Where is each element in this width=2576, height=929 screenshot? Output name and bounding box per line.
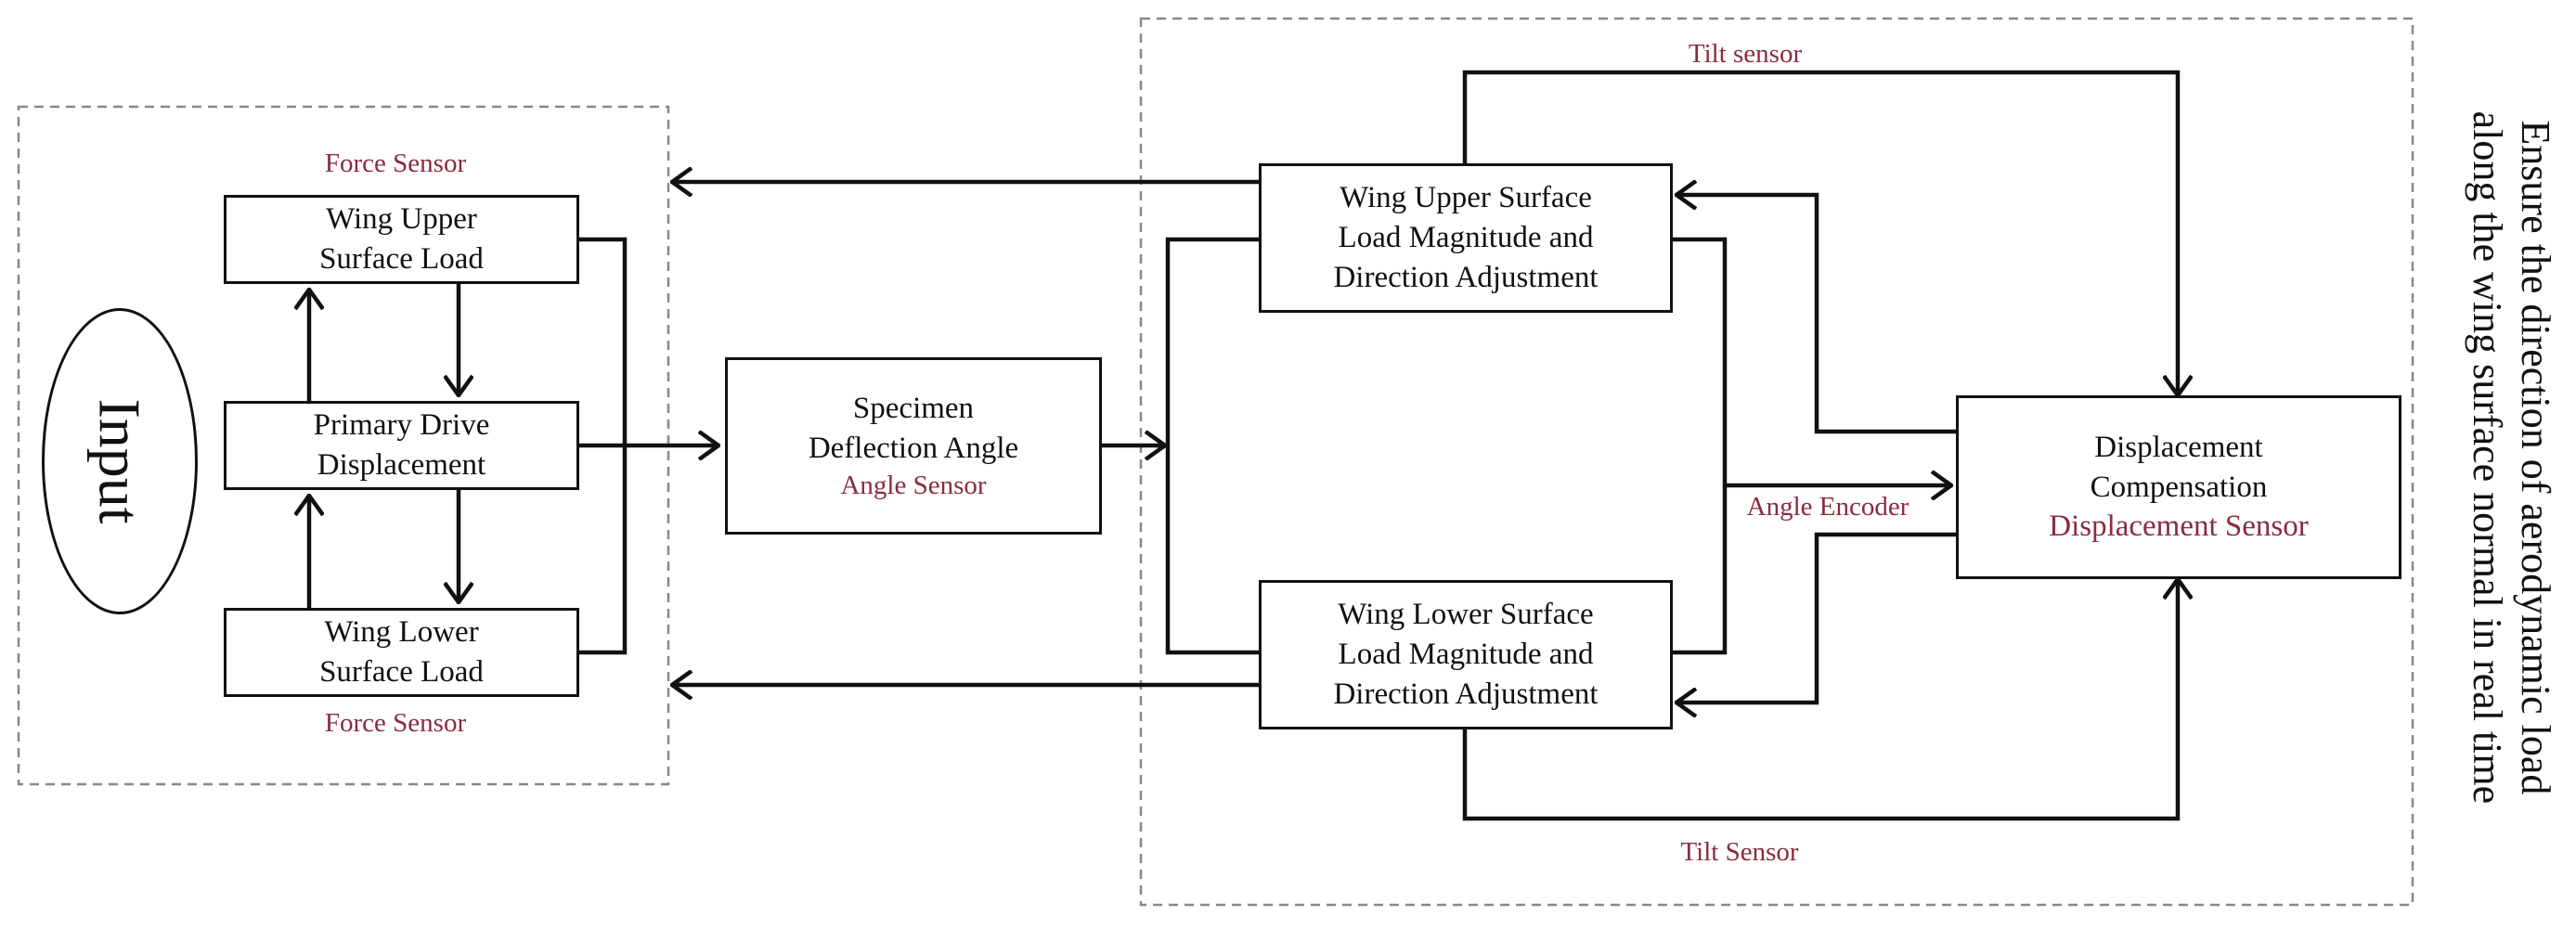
angle-encoder-line bbox=[1673, 237, 1728, 655]
box-line: Surface Load bbox=[319, 655, 484, 689]
left-box-bracket bbox=[579, 237, 628, 655]
box-line: Compensation bbox=[2090, 470, 2268, 504]
upper-adjustment-box: Wing Upper Surface Load Magnitude and Di… bbox=[1259, 163, 1673, 313]
box-line: Displacement bbox=[2094, 430, 2263, 464]
left-dashed-frame bbox=[17, 105, 670, 786]
side-note-line: along the wing surface normal in real ti… bbox=[2465, 110, 2510, 805]
adjustment-bus bbox=[1165, 237, 1259, 655]
primary-drive-displacement-box: Primary Drive Displacement bbox=[224, 401, 579, 490]
box-line: Wing Lower Surface bbox=[1338, 598, 1594, 632]
box-line: Direction Adjustment bbox=[1333, 260, 1599, 294]
lower-adjustment-box: Wing Lower Surface Load Magnitude and Di… bbox=[1259, 580, 1673, 729]
wing-upper-surface-load-box: Wing Upper Surface Load bbox=[224, 195, 579, 284]
input-oval: Input bbox=[42, 308, 198, 614]
box-line: Deflection Angle bbox=[808, 431, 1019, 465]
tilt-sensor-bottom-label: Tilt Sensor bbox=[1680, 837, 1799, 867]
box-line: Primary Drive bbox=[313, 408, 490, 443]
box-line: Load Magnitude and bbox=[1338, 638, 1594, 672]
side-note: Ensure the direction of aerodynamic load… bbox=[2460, 35, 2562, 880]
side-note-line: Ensure the direction of aerodynamic load bbox=[2512, 120, 2558, 795]
right-dashed-frame bbox=[1139, 17, 2414, 907]
box-line: Direction Adjustment bbox=[1333, 677, 1599, 711]
box-line: Specimen bbox=[852, 391, 975, 425]
wing-lower-surface-load-box: Wing Lower Surface Load bbox=[224, 608, 579, 697]
arrow-compensation-to-upper bbox=[1676, 195, 1956, 434]
displacement-compensation-box: Displacement Compensation Displacement S… bbox=[1956, 395, 2401, 579]
input-label: Input bbox=[87, 398, 153, 524]
tilt-sensor-top-label: Tilt sensor bbox=[1688, 39, 1803, 69]
tilt-sensor-bottom-line bbox=[1462, 579, 2178, 821]
force-sensor-bottom-label: Force Sensor bbox=[324, 708, 467, 738]
box-line: Wing Upper bbox=[326, 202, 477, 237]
box-line: Wing Lower bbox=[324, 615, 479, 650]
angle-sensor-label: Angle Sensor bbox=[840, 470, 987, 500]
arrow-compensation-to-lower bbox=[1676, 532, 1956, 703]
box-line: Wing Upper Surface bbox=[1340, 181, 1592, 215]
box-line: Surface Load bbox=[319, 242, 484, 276]
box-line: Displacement bbox=[317, 448, 486, 482]
box-line: Load Magnitude and bbox=[1338, 221, 1594, 255]
tilt-sensor-top-line bbox=[1462, 70, 2178, 395]
angle-encoder-label: Angle Encoder bbox=[1746, 492, 1909, 522]
specimen-deflection-angle-box: Specimen Deflection Angle Angle Sensor bbox=[725, 357, 1102, 535]
displacement-sensor-label: Displacement Sensor bbox=[2049, 510, 2309, 544]
force-sensor-top-label: Force Sensor bbox=[324, 148, 467, 178]
